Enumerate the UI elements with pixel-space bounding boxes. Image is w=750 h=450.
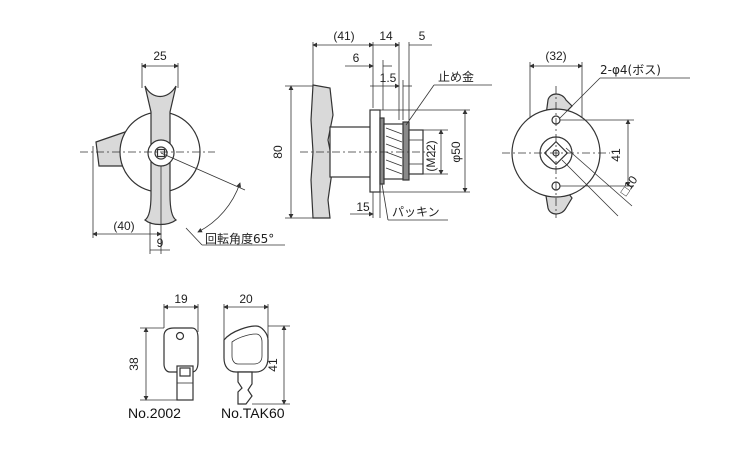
key-tak60-width: 20 xyxy=(239,292,253,306)
side-view: (41) 14 5 6 1.5 止め金 80 (M22) φ50 xyxy=(271,29,492,221)
side-label-stopper: 止め金 xyxy=(438,69,474,84)
key-tak60-caption: No.TAK60 xyxy=(221,405,285,421)
side-spring xyxy=(385,127,403,175)
key-tak60: 20 41 No.TAK60 xyxy=(221,292,290,421)
front-dim-offset: 9 xyxy=(157,236,164,250)
rear-boss-label: 2-φ4(ボス) xyxy=(600,63,661,77)
front-dim-overall: (40) xyxy=(113,219,134,233)
side-flange xyxy=(369,109,381,193)
side-dim-a: 14 xyxy=(379,29,393,43)
side-packing xyxy=(379,117,385,185)
key-tak60-head-inset xyxy=(231,333,263,365)
rear-dim-width: (32) xyxy=(545,49,566,63)
key-tak60-height: 41 xyxy=(266,358,280,372)
rear-view: (32) 2-φ4(ボス) 41 □10 xyxy=(502,49,690,218)
key-2002-tip xyxy=(179,367,191,377)
side-dim-height: 80 xyxy=(271,145,285,159)
side-handle xyxy=(310,84,334,219)
side-dim-c: 6 xyxy=(353,51,360,65)
side-dim-d: 1.5 xyxy=(380,71,397,85)
side-dim-diameter: φ50 xyxy=(449,141,463,162)
rear-dim-square: □10 xyxy=(617,173,640,198)
side-dim-total: (41) xyxy=(333,29,354,43)
key-2002-hole xyxy=(175,331,185,341)
key-2002-height: 38 xyxy=(127,357,141,371)
key-tak60-blade xyxy=(237,371,253,405)
front-rotation-label: 回転角度65° xyxy=(205,231,274,246)
front-dim-width: 25 xyxy=(153,49,167,63)
key-2002-width: 19 xyxy=(174,292,188,306)
side-dim-thread: (M22) xyxy=(424,140,438,171)
side-label-packing: パッキン xyxy=(392,205,440,219)
side-dim-b: 5 xyxy=(419,29,426,43)
key-2002-head xyxy=(163,327,199,373)
key-2002: 19 38 No.2002 xyxy=(127,292,199,421)
rear-dim-height: 41 xyxy=(609,148,623,162)
side-dim-bottom: 15 xyxy=(356,200,370,214)
key-2002-caption: No.2002 xyxy=(128,405,181,421)
side-stopper xyxy=(402,121,410,181)
front-view: 25 (40) 9 回転角度65° xyxy=(80,49,285,254)
key-tak60-head xyxy=(223,325,269,373)
